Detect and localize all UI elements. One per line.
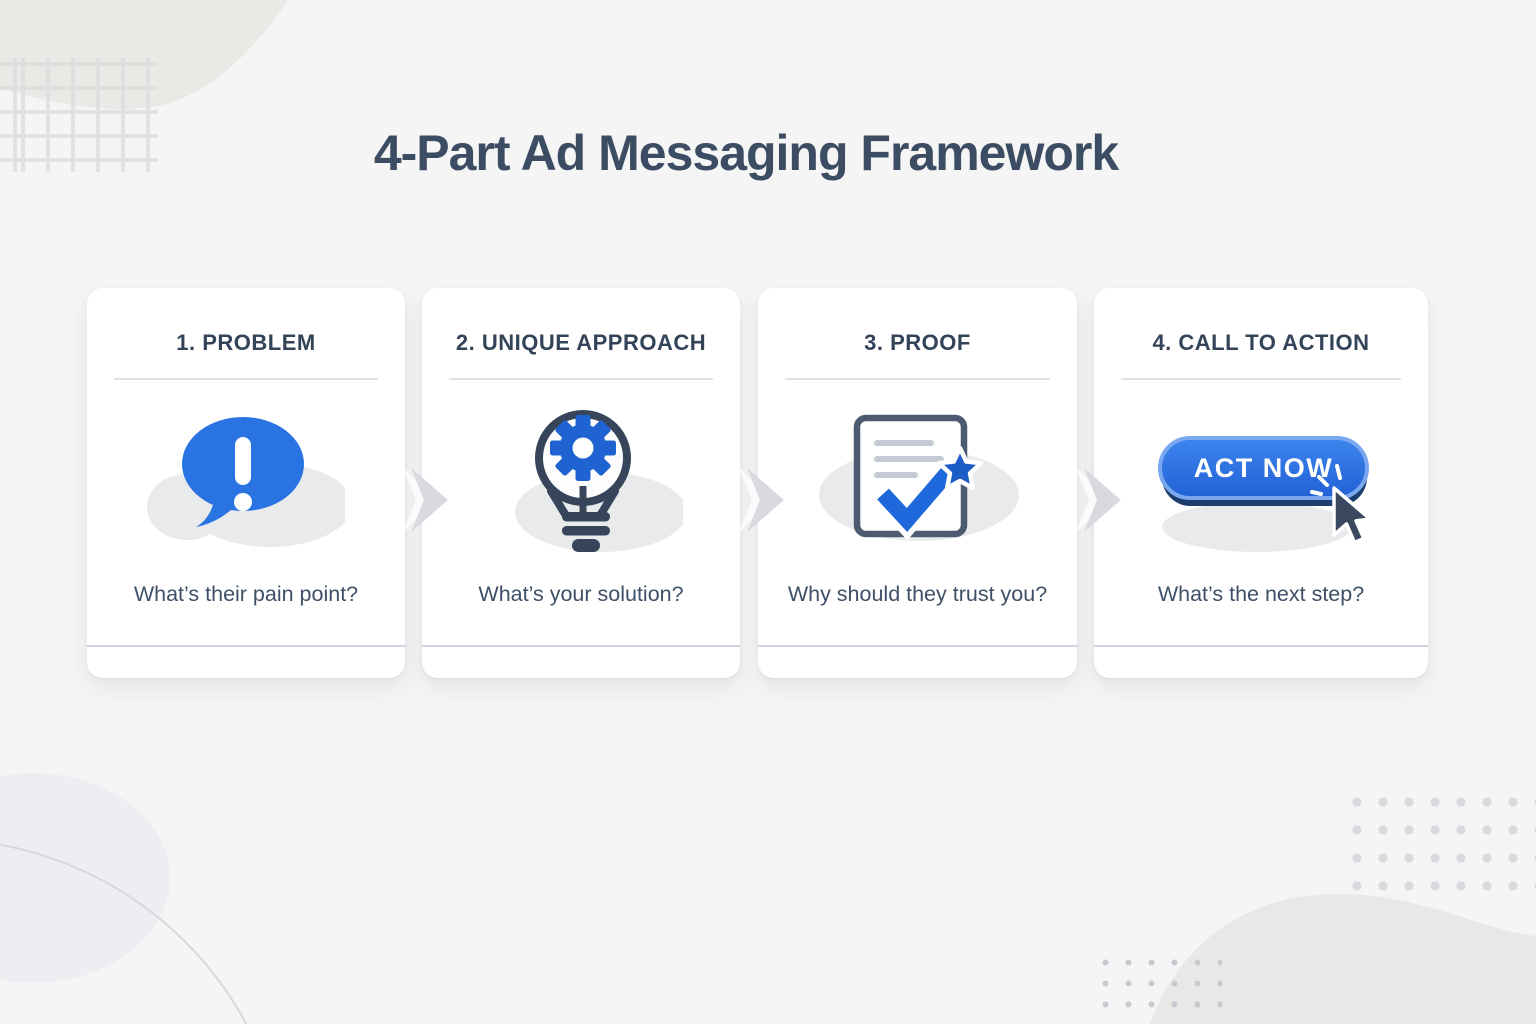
divider [87,645,405,647]
grid-pattern-top-left [0,58,158,172]
alert-speech-bubble-icon [147,417,345,547]
card-problem-question: What’s their pain point? [133,582,359,606]
lightbulb-gear-icon [515,410,683,552]
card-unique-approach: 2. UNIQUE APPROACH [422,288,740,678]
beige-blob-bottom-right [1150,893,1536,1024]
document-check-star-icon [819,414,1019,541]
card-problem-heading: 1. PROBLEM [176,330,316,355]
card-proof: 3. PROOF Why should they trust you? [758,288,1077,678]
card-unique-approach-question: What’s your solution? [478,582,684,606]
cursor-icon [1332,486,1372,545]
act-now-button[interactable]: ACT NOW [1193,452,1334,483]
card-call-to-action-question: What’s the next step? [1157,582,1365,606]
card-problem: 1. PROBLEM What’s their pain point? [87,288,405,678]
divider [1121,378,1401,380]
flow-arrow-icon [739,468,784,532]
divider [422,645,740,647]
divider [114,378,378,380]
divider [785,378,1050,380]
card-proof-heading: 3. PROOF [864,330,971,355]
card-proof-question: Why should they trust you? [787,582,1048,606]
flow-arrow-icon [1076,468,1121,532]
card-call-to-action: 4. CALL TO ACTION ACT NOW What’s the nex… [1094,288,1428,678]
small-dot-grid-pattern [1094,952,1222,1014]
flow-arrow-icon [403,468,448,532]
card-call-to-action-heading: 4. CALL TO ACTION [1152,330,1370,355]
page-title: 4-Part Ad Messaging Framework [373,125,1119,181]
divider [1094,645,1428,647]
divider [758,645,1077,647]
card-unique-approach-heading: 2. UNIQUE APPROACH [455,330,707,355]
act-now-button-graphic [1158,436,1372,552]
dot-grid-pattern [1342,786,1536,896]
divider [449,378,713,380]
